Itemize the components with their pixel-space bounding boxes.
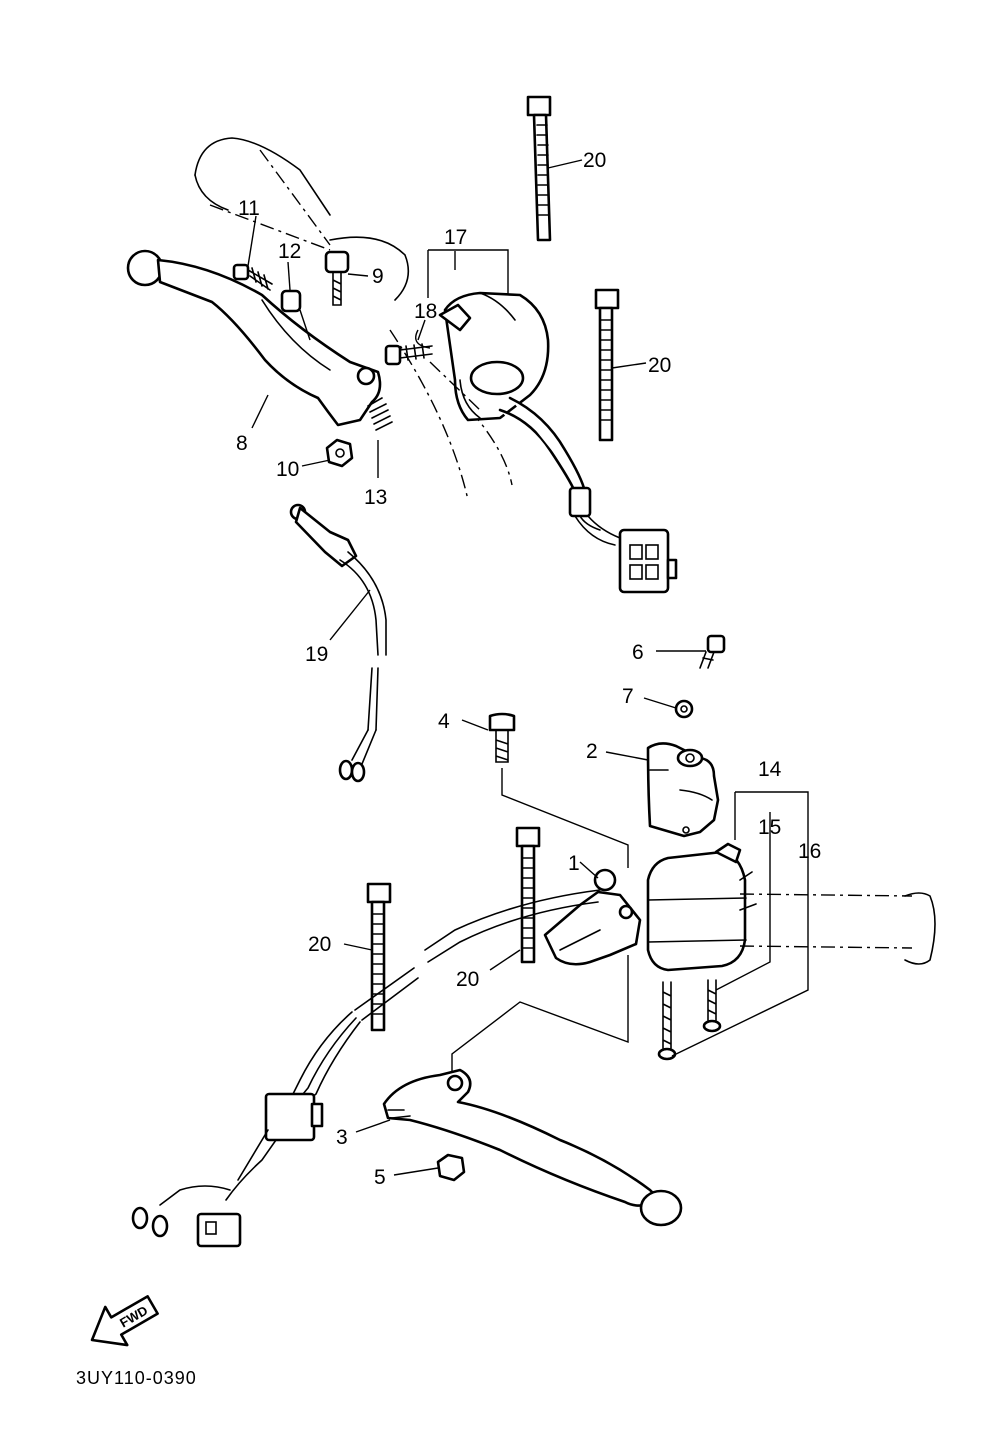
callout-2: 2 xyxy=(586,740,598,763)
callout-11: 11 xyxy=(238,197,260,220)
callout-8: 8 xyxy=(236,432,248,455)
callout-3: 3 xyxy=(336,1126,348,1149)
callout-5: 5 xyxy=(374,1166,386,1189)
assembly-lines xyxy=(415,249,809,1072)
callout-20-left: 20 xyxy=(308,933,331,956)
callout-leaders xyxy=(247,159,706,1176)
right-switch-harness xyxy=(131,889,601,1248)
part-5-nut xyxy=(436,1153,466,1182)
part-20-cable-tie-right xyxy=(594,288,620,442)
callout-20-right: 20 xyxy=(648,354,671,377)
callout-6: 6 xyxy=(632,641,644,664)
part-1-bracket xyxy=(543,868,642,966)
part-11-bolt xyxy=(232,263,273,291)
part-19-clutch-switch xyxy=(289,503,387,783)
part-18-screw xyxy=(384,343,433,366)
part-3-brake-lever xyxy=(382,1068,683,1227)
callout-labels: 20 20 11 12 9 17 18 8 10 13 19 6 7 4 2 1… xyxy=(236,149,821,1189)
part-8-clutch-lever xyxy=(126,249,382,427)
callout-15: 15 xyxy=(758,816,781,839)
part-20-cable-tie-top xyxy=(526,95,552,242)
callout-16: 16 xyxy=(798,840,821,863)
part-16-screw xyxy=(657,981,677,1061)
callout-4: 4 xyxy=(438,710,450,733)
part-9-bolt xyxy=(324,250,350,306)
part-2-holder xyxy=(646,742,720,838)
callout-12: 12 xyxy=(278,240,301,263)
callout-13: 13 xyxy=(364,486,387,509)
callout-14: 14 xyxy=(758,758,782,781)
callout-17: 17 xyxy=(444,226,467,249)
part-4-bolt xyxy=(488,712,516,763)
callout-7: 7 xyxy=(622,685,634,708)
callout-1: 1 xyxy=(568,852,580,875)
part-15-screw xyxy=(702,979,722,1033)
fwd-direction-arrow: FWD xyxy=(90,1295,159,1347)
right-grip xyxy=(739,892,936,965)
callout-19: 19 xyxy=(305,643,328,666)
callout-10: 10 xyxy=(276,458,299,481)
part-12-collar xyxy=(280,289,311,341)
part-10-nut xyxy=(325,438,354,468)
part-14-right-switch xyxy=(646,842,757,972)
part-6-screw xyxy=(699,634,726,669)
callout-20-middle: 20 xyxy=(456,968,479,991)
part-20-cable-tie-middle xyxy=(515,826,541,964)
callout-20-top: 20 xyxy=(583,149,606,172)
drawing-code: 3UY110-0390 xyxy=(76,1368,197,1388)
part-17-left-switch xyxy=(438,291,678,594)
part-13-spring xyxy=(367,397,393,431)
part-20-cable-tie-left xyxy=(366,882,392,1032)
callout-18: 18 xyxy=(414,300,437,323)
part-7-washer xyxy=(674,699,694,719)
callout-9: 9 xyxy=(372,265,384,288)
